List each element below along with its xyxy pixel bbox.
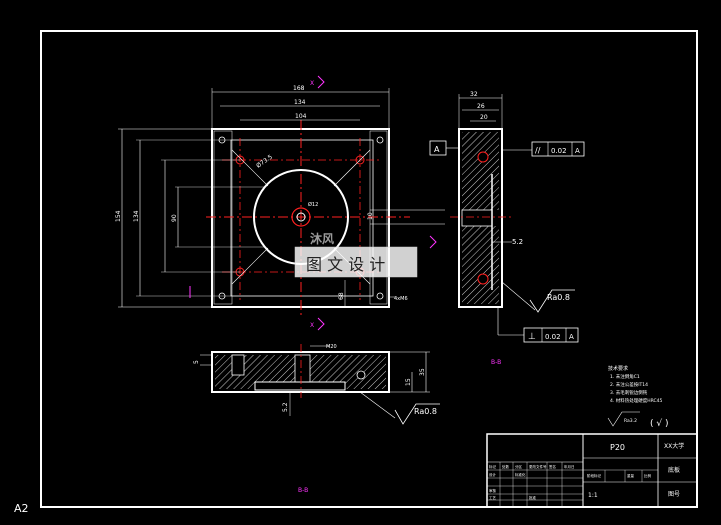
side-dim-top-inner: 26 (477, 103, 485, 110)
sheet-border (40, 30, 698, 508)
title-row3: 图号 (668, 491, 680, 498)
dim-top1: 168 (293, 85, 305, 92)
side-dim-top-small: 20 (480, 114, 488, 121)
tb-cell-0: 标记 (489, 464, 497, 469)
section-label-mid: B-B (491, 359, 501, 366)
tb-cell-3: 更改文件号 (529, 464, 547, 469)
tb-cell-2: 分区 (515, 464, 523, 469)
bottom-roughness: Ra0.8 (414, 407, 437, 416)
title-block: P20 XX大学 底板 图号 标记 处数 分区 更改文件号 签名 年月日 设计 … (486, 433, 698, 508)
tb-cell-9: 工艺 (489, 495, 497, 500)
dim-right-small: 10 (367, 212, 374, 220)
title-school: XX大学 (664, 442, 684, 450)
notes-item-4: 4. 材料热处理硬度HRC45 (610, 397, 663, 404)
tol-parallel-symbol: // (535, 146, 541, 155)
dim-dia-large: Ø73.5 (255, 153, 274, 169)
bottom-dim-outer: 35 (419, 368, 426, 376)
tol-parallel-datum: A (575, 147, 580, 155)
tol-parallel-value: 0.02 (551, 147, 567, 155)
tech-notes: 技术要求 1. 未注倒角C1 2. 未注公差按IT14 3. 去毛刺锐边倒钝 4… (607, 365, 668, 429)
bottom-dim-top: M20 (326, 344, 337, 350)
tb-scale: 1:1 (588, 492, 598, 499)
dim-left-mid: 134 (133, 210, 140, 222)
front-pocket (230, 139, 374, 297)
tol-parallel-frame (531, 141, 585, 157)
dim-top2: 134 (294, 99, 306, 106)
title-row2: 底板 (668, 466, 680, 474)
side-view: 32 26 20 5.2 A // 0.02 A Ra0.8 ⊥ 0.02 A (429, 91, 585, 343)
tb-cell-1: 处数 (502, 464, 510, 469)
tb-cell-13: 比例 (644, 473, 652, 478)
dim-left-outer: 154 (115, 210, 122, 222)
dim-left-inner: 90 (171, 214, 178, 222)
bottom-dim-step: 5.2 (282, 402, 289, 412)
tb-cell-4: 签名 (549, 464, 556, 469)
bottom-dim-left: 5 (193, 360, 200, 364)
bottom-dim-mid: 15 (405, 378, 412, 386)
bottom-view: M20 5 15 35 5.2 Ra0.8 (193, 344, 440, 425)
notes-roughness: Ra3.2 (624, 418, 637, 424)
side-dim-top-outer: 32 (470, 91, 478, 98)
bottom-outline (211, 351, 390, 393)
tb-cell-7: 标准化 (515, 472, 526, 477)
section-mark-top: X (310, 80, 314, 87)
tb-cell-5: 年月日 (564, 464, 575, 469)
tb-cell-10: 批准 (529, 495, 537, 500)
tol-perp-symbol: ⊥ (528, 332, 536, 342)
notes-item-1: 1. 未注倒角C1 (610, 373, 640, 380)
tb-cell-12: 重量 (627, 473, 635, 478)
tol-perp-frame (523, 327, 579, 343)
center-hole (291, 207, 311, 227)
datum-label: A (434, 145, 440, 154)
dim-right-bottom: 68 (338, 292, 345, 300)
tol-perp-datum: A (569, 333, 574, 341)
tb-cell-6: 设计 (489, 472, 497, 477)
title-part-no: P20 (610, 443, 625, 452)
watermark-text: 图 文 设 计 (306, 255, 385, 274)
section-mark-bottom: X (310, 322, 314, 329)
sheet-size-label: A2 (14, 502, 29, 515)
tb-cell-11: 阶段标记 (587, 473, 601, 478)
hole-note: 4xM6 (394, 296, 408, 302)
tol-perp-value: 0.02 (545, 333, 561, 341)
notes-item-3: 3. 去毛刺锐边倒钝 (610, 389, 648, 396)
side-dim-step: 5.2 (512, 238, 523, 246)
dim-dia-small: Ø12 (308, 201, 318, 208)
side-outline (458, 128, 503, 308)
notes-roughness-paren: ( √ ) (650, 418, 668, 429)
side-roughness: Ra0.8 (547, 293, 570, 302)
front-view: 168 134 104 154 134 90 10 68 Ø73.5 Ø12 4… (115, 75, 445, 331)
section-label-bottom: B-B (298, 487, 308, 494)
watermark: 图 文 设 计 沐风 (294, 231, 418, 278)
notes-item-2: 2. 未注公差按IT14 (610, 381, 648, 388)
watermark-logo: 沐风 (310, 231, 334, 246)
tb-cell-8: 审核 (489, 488, 497, 493)
dim-top3: 104 (295, 113, 307, 120)
notes-title: 技术要求 (608, 365, 628, 372)
